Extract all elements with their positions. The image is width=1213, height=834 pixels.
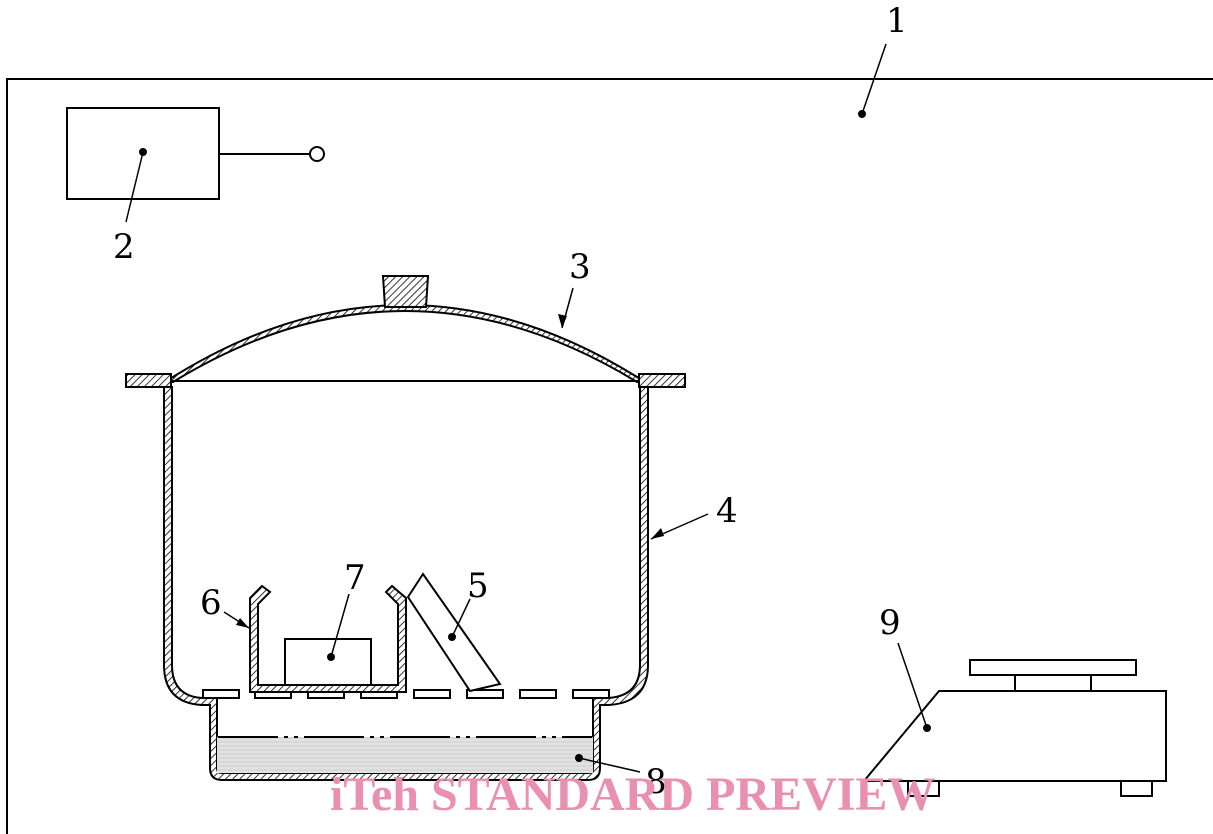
liquid [217, 737, 593, 773]
controller-probe-terminal [309, 146, 325, 162]
label-9: 9 [879, 603, 901, 643]
leader-8 [578, 757, 641, 773]
leader-9 [897, 642, 928, 729]
specimen [284, 638, 372, 686]
lid-knob [381, 275, 430, 308]
sample-tray [249, 584, 407, 693]
leader-7 [330, 593, 350, 658]
enclosure-outline [6, 78, 1213, 834]
label-3: 3 [569, 247, 591, 287]
label-2: 2 [113, 227, 135, 267]
leader-6-arrow [236, 618, 249, 628]
pot-wall [163, 386, 649, 781]
pot-flange-right [638, 373, 686, 388]
balance [861, 659, 1167, 797]
watermark: iTeh STANDARD PREVIEW [330, 768, 935, 821]
label-1: 1 [886, 1, 908, 41]
leader-4-arrow [651, 528, 664, 539]
leader-3-arrow [558, 314, 567, 328]
label-4: 4 [716, 491, 738, 531]
pot-lid [161, 304, 649, 383]
label-8: 8 [645, 762, 667, 802]
label-6: 6 [200, 583, 222, 623]
leader-5 [451, 598, 471, 638]
perforated-plate [202, 689, 610, 699]
label-5: 5 [467, 566, 489, 606]
leader-1 [861, 43, 887, 115]
pot-flange-left [125, 373, 172, 388]
label-7: 7 [344, 558, 366, 598]
leader-2 [125, 151, 144, 223]
